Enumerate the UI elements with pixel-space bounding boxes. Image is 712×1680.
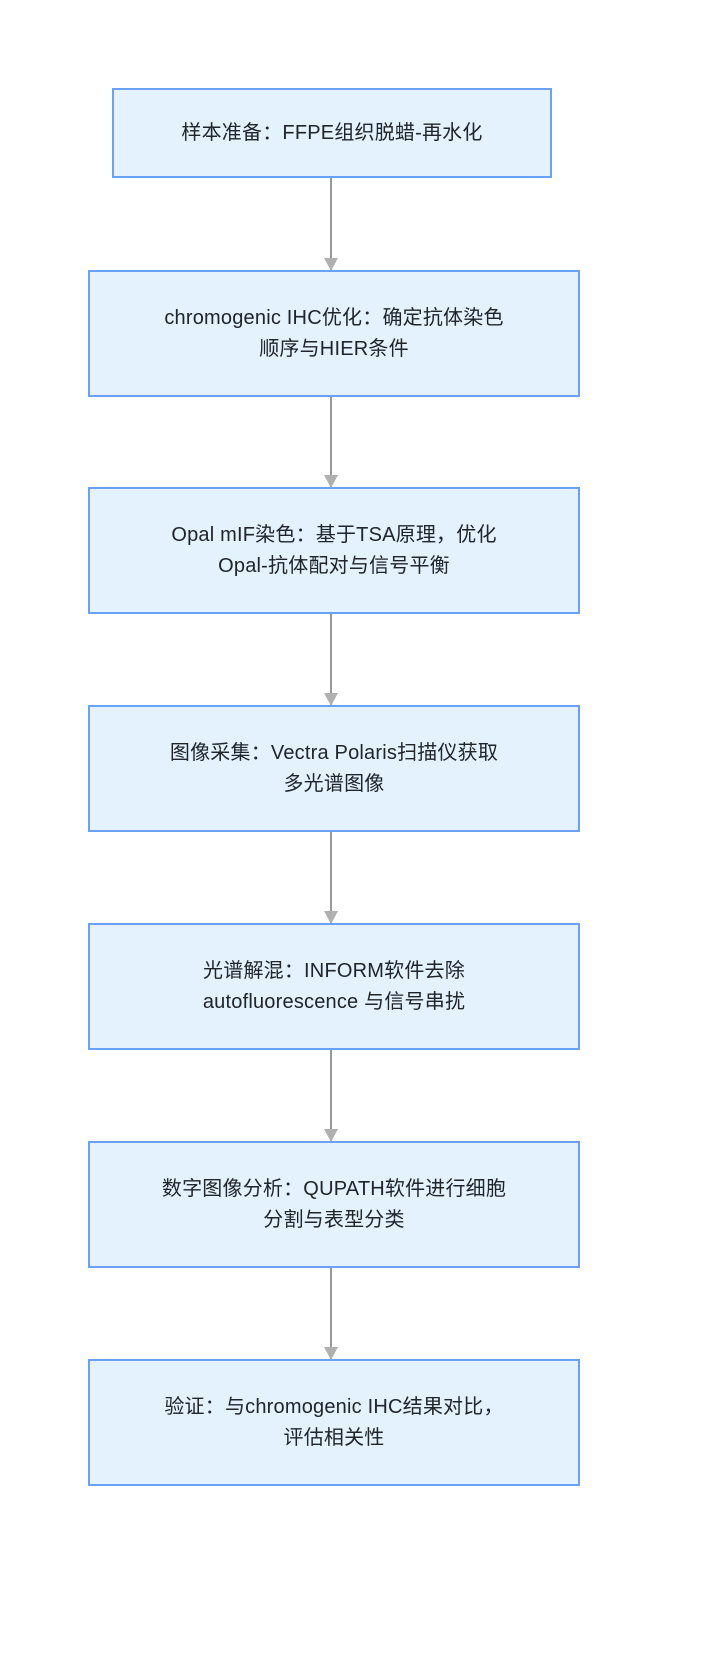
flow-node-digital-image-analysis[interactable]: 数字图像分析：QUPATH软件进行细胞 分割与表型分类	[88, 1141, 580, 1268]
edge-line	[330, 614, 332, 705]
flow-edge-4	[323, 832, 339, 925]
flow-edge-5	[323, 1050, 339, 1143]
arrowhead-icon	[324, 1347, 338, 1360]
flow-edge-1	[323, 178, 339, 272]
flow-node-label: 光谱解混：INFORM软件去除 autofluorescence 与信号串扰	[202, 959, 466, 1013]
edge-line	[330, 1268, 332, 1359]
edge-line	[330, 397, 332, 487]
flow-node-label: chromogenic IHC优化：确定抗体染色 顺序与HIER条件	[164, 306, 504, 360]
arrowhead-icon	[324, 693, 338, 706]
flow-node-label: 验证：与chromogenic IHC结果对比， 评估相关性	[164, 1395, 504, 1449]
flow-node-validation[interactable]: 验证：与chromogenic IHC结果对比， 评估相关性	[88, 1359, 580, 1486]
flow-node-label: Opal mIF染色：基于TSA原理，优化 Opal-抗体配对与信号平衡	[171, 523, 497, 577]
flow-node-label: 数字图像分析：QUPATH软件进行细胞 分割与表型分类	[161, 1177, 507, 1231]
flow-node-sample-preparation[interactable]: 样本准备：FFPE组织脱蜡-再水化	[112, 88, 552, 178]
arrowhead-icon	[324, 911, 338, 924]
flow-node-image-acquisition[interactable]: 图像采集：Vectra Polaris扫描仪获取 多光谱图像	[88, 705, 580, 832]
flow-edge-2	[323, 397, 339, 489]
flow-edge-3	[323, 614, 339, 707]
flow-node-opal-mif-staining[interactable]: Opal mIF染色：基于TSA原理，优化 Opal-抗体配对与信号平衡	[88, 487, 580, 614]
arrowhead-icon	[324, 258, 338, 271]
edge-line	[330, 1050, 332, 1141]
flow-node-label: 样本准备：FFPE组织脱蜡-再水化	[181, 121, 483, 144]
flow-node-chromogenic-ihc-optimization[interactable]: chromogenic IHC优化：确定抗体染色 顺序与HIER条件	[88, 270, 580, 397]
arrowhead-icon	[324, 475, 338, 488]
edge-line	[330, 832, 332, 923]
edge-line	[330, 178, 332, 270]
arrowhead-icon	[324, 1129, 338, 1142]
flow-node-spectral-unmixing[interactable]: 光谱解混：INFORM软件去除 autofluorescence 与信号串扰	[88, 923, 580, 1050]
flow-edge-6	[323, 1268, 339, 1361]
flow-node-label: 图像采集：Vectra Polaris扫描仪获取 多光谱图像	[169, 741, 499, 795]
